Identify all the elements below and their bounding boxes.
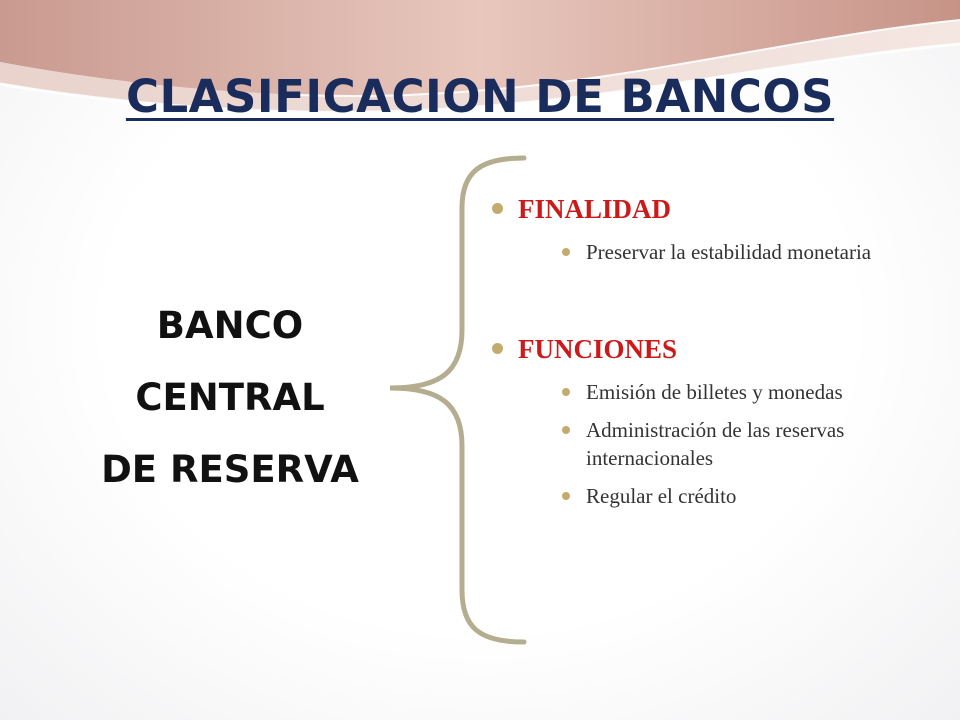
- section-funciones: FUNCIONES Emisión de billetes y monedas …: [490, 332, 930, 510]
- list-item: Regular el crédito: [490, 482, 930, 510]
- section-items: Preservar la estabilidad monetaria: [490, 238, 930, 266]
- bullet-icon: [492, 203, 503, 214]
- curly-brace-divider: [389, 155, 527, 645]
- page-title-text: CLASIFICACION DE BANCOS: [125, 70, 835, 123]
- bank-name-line-2: CENTRAL: [135, 376, 325, 419]
- header-swoosh-decoration: [0, 0, 960, 114]
- section-heading-text: FUNCIONES: [518, 334, 678, 364]
- content-list: FINALIDAD Preservar la estabilidad monet…: [490, 192, 930, 520]
- list-item-text: Preservar la estabilidad monetaria: [586, 240, 872, 264]
- bullet-icon: [492, 343, 503, 354]
- list-item: Administración de las reservas internaci…: [490, 416, 930, 472]
- list-item-text: Regular el crédito: [586, 484, 737, 508]
- section-finalidad: FINALIDAD Preservar la estabilidad monet…: [490, 192, 930, 266]
- bank-name-label: BANCO CENTRAL DE RESERVA: [60, 290, 400, 506]
- section-heading: FINALIDAD: [490, 192, 930, 226]
- bullet-icon: [562, 388, 570, 396]
- list-item: Emisión de billetes y monedas: [490, 378, 930, 406]
- list-item-text: Administración de las reservas internaci…: [586, 418, 845, 470]
- bullet-icon: [562, 248, 570, 256]
- page-title: CLASIFICACION DE BANCOS: [0, 70, 960, 123]
- section-items: Emisión de billetes y monedas Administra…: [490, 378, 930, 510]
- list-item-text: Emisión de billetes y monedas: [586, 380, 843, 404]
- section-heading-text: FINALIDAD: [518, 194, 672, 224]
- section-heading: FUNCIONES: [490, 332, 930, 366]
- bank-name-line-3: DE RESERVA: [101, 448, 359, 491]
- bullet-icon: [562, 492, 570, 500]
- list-item: Preservar la estabilidad monetaria: [490, 238, 930, 266]
- bullet-icon: [562, 426, 570, 434]
- bank-name-line-1: BANCO: [156, 304, 304, 347]
